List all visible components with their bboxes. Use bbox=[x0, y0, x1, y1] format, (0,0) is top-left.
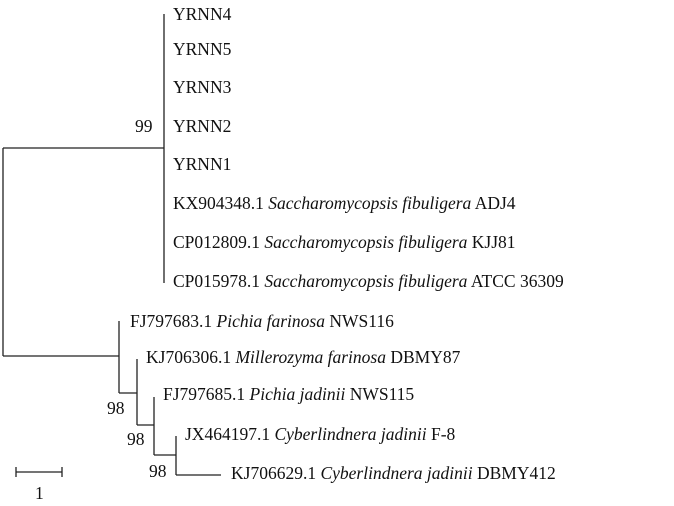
taxon-strain: NWS115 bbox=[345, 384, 414, 404]
taxon-acc: FJ797685.1 bbox=[163, 384, 245, 404]
taxon-strain: ADJ4 bbox=[471, 193, 515, 213]
bootstrap-value: 99 bbox=[135, 116, 153, 136]
scale-bar-label: 1 bbox=[35, 483, 44, 503]
taxon-acc: CP012809.1 bbox=[173, 232, 260, 252]
taxon-strain: ATCC 36309 bbox=[467, 271, 564, 291]
bootstrap-value: 98 bbox=[149, 461, 167, 481]
taxon-strain: NWS116 bbox=[325, 311, 394, 331]
taxon-label: KJ706629.1 Cyberlindnera jadinii DBMY412 bbox=[231, 463, 556, 483]
taxon-species: Saccharomycopsis fibuligera bbox=[264, 193, 472, 213]
scale-bar: 1 bbox=[15, 467, 63, 503]
taxon-species: Pichia farinosa bbox=[212, 311, 325, 331]
taxon-acc: YRNN4 bbox=[173, 4, 232, 24]
tree-branches bbox=[2, 14, 221, 476]
bootstrap-value: 98 bbox=[107, 398, 125, 418]
taxon-acc: YRNN3 bbox=[173, 77, 232, 97]
taxon-label: KX904348.1 Saccharomycopsis fibuligera A… bbox=[173, 193, 516, 213]
taxon-acc: YRNN1 bbox=[173, 154, 231, 174]
taxon-acc: JX464197.1 bbox=[185, 424, 270, 444]
taxon-acc: YRNN2 bbox=[173, 116, 231, 136]
taxon-label: FJ797685.1 Pichia jadinii NWS115 bbox=[163, 384, 414, 404]
taxon-label: YRNN2 bbox=[173, 116, 231, 136]
taxon-acc: YRNN5 bbox=[173, 39, 232, 59]
taxon-label: FJ797683.1 Pichia farinosa NWS116 bbox=[130, 311, 394, 331]
taxon-strain: DBMY412 bbox=[473, 463, 556, 483]
taxon-species: Saccharomycopsis fibuligera bbox=[260, 232, 468, 252]
bootstrap-value: 98 bbox=[127, 429, 145, 449]
taxon-species: Cyberlindnera jadinii bbox=[316, 463, 473, 483]
taxon-species: Pichia jadinii bbox=[245, 384, 345, 404]
taxon-species: Cyberlindnera jadinii bbox=[270, 424, 427, 444]
taxon-species: Saccharomycopsis fibuligera bbox=[260, 271, 468, 291]
taxon-strain: F-8 bbox=[427, 424, 456, 444]
taxon-acc: KX904348.1 bbox=[173, 193, 264, 213]
taxon-label: CP015978.1 Saccharomycopsis fibuligera A… bbox=[173, 271, 564, 291]
taxon-strain: KJJ81 bbox=[467, 232, 515, 252]
bootstrap-values: 99 98 98 98 bbox=[107, 116, 167, 481]
taxon-label: CP012809.1 Saccharomycopsis fibuligera K… bbox=[173, 232, 516, 252]
taxon-strain: DBMY87 bbox=[386, 347, 461, 367]
taxon-label: YRNN1 bbox=[173, 154, 231, 174]
taxon-label: YRNN5 bbox=[173, 39, 232, 59]
taxon-acc: FJ797683.1 bbox=[130, 311, 212, 331]
taxon-label: KJ706306.1 Millerozyma farinosa DBMY87 bbox=[146, 347, 461, 367]
taxon-acc: KJ706629.1 bbox=[231, 463, 316, 483]
taxon-acc: KJ706306.1 bbox=[146, 347, 231, 367]
taxon-species: Millerozyma farinosa bbox=[231, 347, 386, 367]
taxon-label: YRNN4 bbox=[173, 4, 232, 24]
taxon-label: YRNN3 bbox=[173, 77, 232, 97]
taxon-acc: CP015978.1 bbox=[173, 271, 260, 291]
taxon-label: JX464197.1 Cyberlindnera jadinii F-8 bbox=[185, 424, 456, 444]
